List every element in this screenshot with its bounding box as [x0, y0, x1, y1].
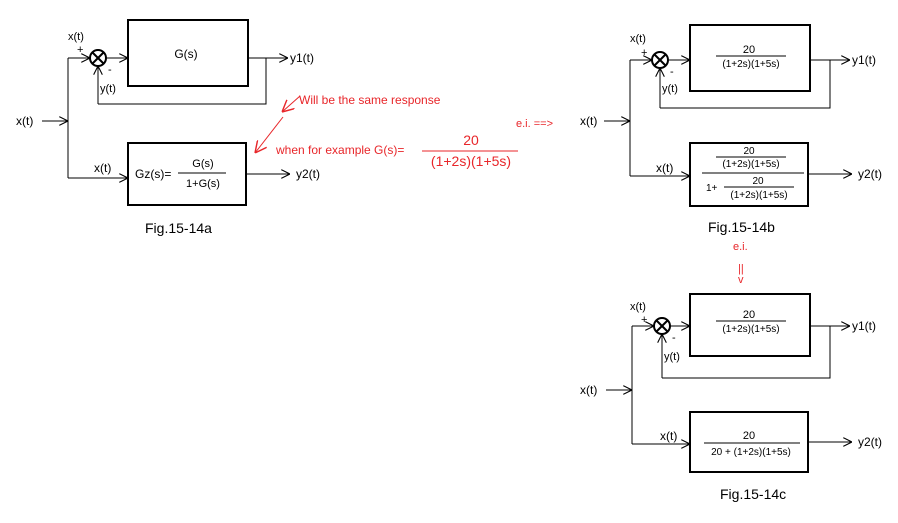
fig-b-bottom-input-label: x(t) [656, 161, 673, 175]
fig-b-bottom-inner-numerator-top: 20 [743, 146, 755, 157]
example-arrow [255, 116, 284, 153]
fig-a-caption: Fig.15-14a [145, 220, 212, 236]
fig-b-feedback-label: y(t) [662, 83, 678, 95]
fig-a-input-label: x(t) [16, 114, 33, 128]
example-denominator: (1+2s)(1+5s) [431, 153, 511, 169]
down-arrow-head: v [738, 274, 744, 286]
fig-a: x(t) x(t) + - G(s) y1(t) y(t) x(t) Gz(s)… [16, 19, 320, 236]
fig-a-top-block [127, 19, 249, 87]
fig-c-bottom-denominator: 20 + (1+2s)(1+5s) [711, 447, 791, 458]
fig-c-input-label: x(t) [580, 383, 597, 397]
fig-a-top-output-label: y1(t) [290, 51, 314, 65]
fig-c-top-denominator: (1+2s)(1+5s) [722, 324, 779, 335]
example-numerator: 20 [463, 132, 479, 148]
fig-b-bottom-output-label: y2(t) [858, 167, 882, 181]
equals-vertical: || [738, 263, 744, 275]
fig-b-bottom-inner-denominator-top: (1+2s)(1+5s) [722, 159, 779, 170]
ie-arrow-text: e.i. ==> [516, 118, 553, 130]
fig-c-bottom-block [689, 411, 809, 473]
fig-c-summing-junction [653, 317, 671, 335]
fig-c-top-block [689, 293, 811, 357]
fig-b-minus-sign: - [670, 66, 674, 78]
fig-a-feedback-label: y(t) [100, 83, 116, 95]
fig-c-sum-top-label: x(t) [630, 301, 646, 313]
fig-b-sum-top-label: x(t) [630, 33, 646, 45]
fig-a-bottom-block-prefix: Gz(s)= [135, 167, 171, 181]
fig-a-bottom-block [127, 142, 247, 206]
fig-b-bottom-inner-numerator-bottom: 20 [752, 176, 764, 187]
fig-b-bottom-outer-prefix: 1+ [706, 183, 718, 194]
fig-b-input-label: x(t) [580, 114, 597, 128]
fig-c-top-output-label: y1(t) [852, 319, 876, 333]
fig-b-summing-junction [651, 51, 669, 69]
fig-c-feedback-path [662, 326, 831, 379]
fig-b-top-output-label: y1(t) [852, 53, 876, 67]
fig-a-plus-sign: + [77, 44, 83, 56]
fig-c-plus-sign: + [641, 314, 647, 326]
fig-c: x(t) x(t) + - 20 (1+2s)(1+5s) y1(t) y(t)… [580, 293, 882, 502]
fig-c-caption: Fig.15-14c [720, 486, 786, 502]
fig-c-top-numerator: 20 [743, 309, 755, 321]
fig-a-top-block-label: G(s) [174, 47, 197, 61]
fig-a-sum-top-label: x(t) [68, 31, 84, 43]
fig-b-bottom-block [689, 142, 809, 207]
fig-b-feedback-path [660, 60, 831, 109]
fig-a-summing-junction [89, 49, 107, 67]
fig-b-top-block [689, 24, 811, 92]
fig-b-top-numerator: 20 [743, 44, 755, 56]
fig-a-bottom-input-label: x(t) [94, 161, 111, 175]
example-prefix-text: when for example G(s)= [275, 143, 404, 157]
fig-c-bottom-input-label: x(t) [660, 429, 677, 443]
fig-b-plus-sign: + [641, 47, 647, 59]
same-response-text: Will be the same response [299, 93, 441, 107]
fig-b-top-denominator: (1+2s)(1+5s) [722, 59, 779, 70]
fig-a-bottom-block-numerator: G(s) [192, 158, 213, 170]
fig-a-minus-sign: - [108, 64, 112, 76]
ie-down-text: e.i. [733, 241, 748, 253]
fig-a-bottom-output-label: y2(t) [296, 167, 320, 181]
fig-a-bottom-block-denominator: 1+G(s) [186, 178, 220, 190]
fig-b-caption: Fig.15-14b [708, 219, 775, 235]
fig-c-bottom-output-label: y2(t) [858, 435, 882, 449]
fig-c-bottom-numerator: 20 [743, 430, 755, 442]
fig-b: x(t) x(t) + - 20 (1+2s)(1+5s) y1(t) y(t)… [580, 24, 882, 235]
fig-c-feedback-label: y(t) [664, 351, 680, 363]
annotations: Will be the same response when for examp… [255, 93, 748, 286]
fig-a-feedback-path [98, 58, 267, 105]
fig-c-minus-sign: - [672, 332, 676, 344]
fig-b-bottom-inner-denominator-bottom: (1+2s)(1+5s) [730, 190, 787, 201]
same-response-arrow [282, 95, 301, 112]
